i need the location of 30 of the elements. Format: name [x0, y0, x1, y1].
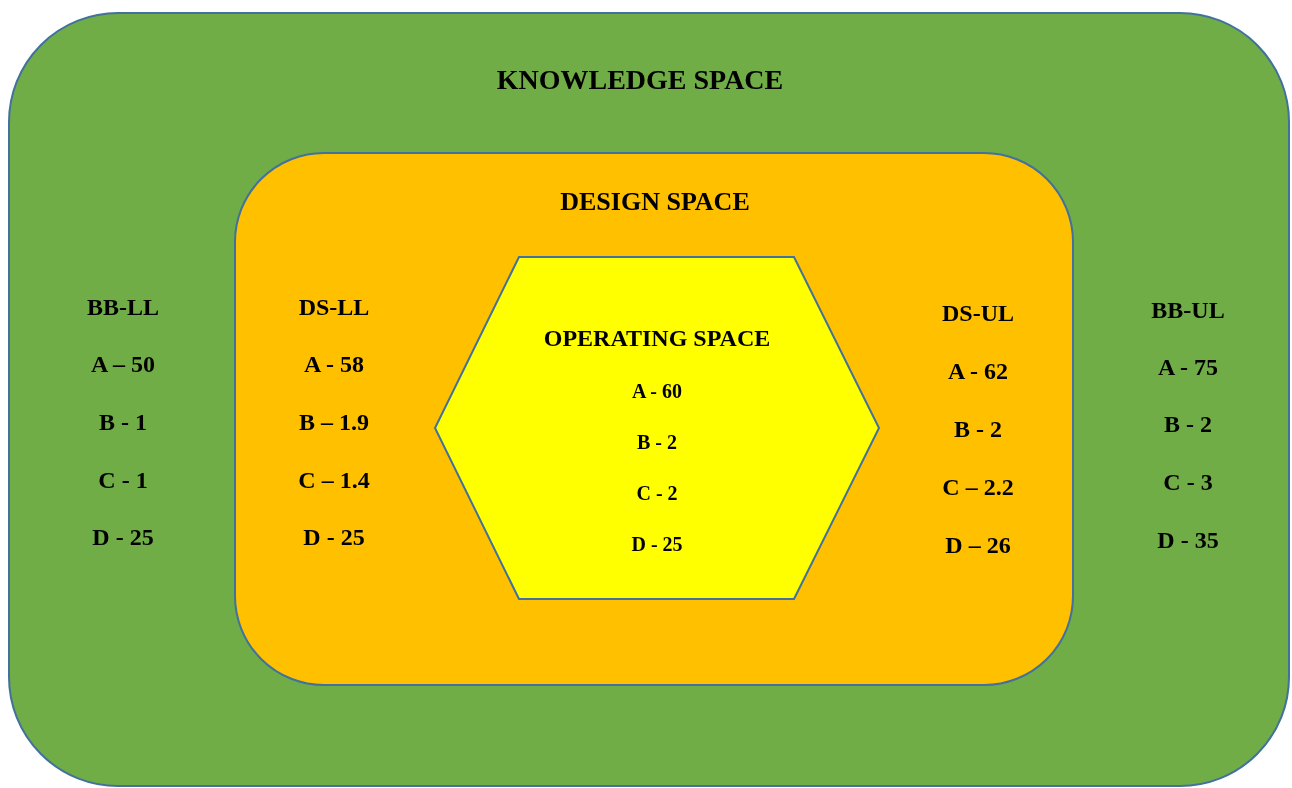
region-heading: OPERATING SPACE: [543, 323, 771, 353]
value-label: A - 60: [632, 379, 682, 403]
value-label: A - 58: [304, 349, 364, 379]
region-heading: BB-UL: [1151, 295, 1225, 325]
value-label: B - 2: [954, 414, 1002, 444]
value-label: D - 25: [303, 522, 365, 552]
value-label: B – 1.9: [299, 407, 369, 437]
design-space-region: [234, 152, 1074, 686]
region-heading: DS-LL: [298, 292, 370, 322]
value-label: C - 2: [636, 481, 678, 505]
value-label: D – 26: [945, 530, 1011, 560]
value-label: A - 62: [948, 356, 1008, 386]
region-heading: DESIGN SPACE: [560, 186, 750, 218]
value-label: A - 75: [1158, 352, 1218, 382]
value-label: D - 35: [1157, 525, 1219, 555]
value-label: C – 1.4: [298, 465, 370, 495]
value-label: C - 3: [1163, 467, 1213, 497]
value-label: C - 1: [98, 465, 148, 495]
value-label: D - 25: [92, 522, 154, 552]
value-label: A – 50: [91, 349, 155, 379]
value-label: C – 2.2: [942, 472, 1014, 502]
region-heading: BB-LL: [87, 292, 159, 322]
value-label: B - 2: [1164, 409, 1212, 439]
region-heading: KNOWLEDGE SPACE: [496, 63, 784, 97]
knowledge-space-region: [8, 12, 1290, 787]
value-label: B - 2: [637, 430, 677, 454]
value-label: B - 1: [99, 407, 147, 437]
region-heading: DS-UL: [942, 298, 1014, 328]
value-label: D - 25: [631, 532, 683, 556]
operating-space-hexagon: [434, 256, 880, 600]
